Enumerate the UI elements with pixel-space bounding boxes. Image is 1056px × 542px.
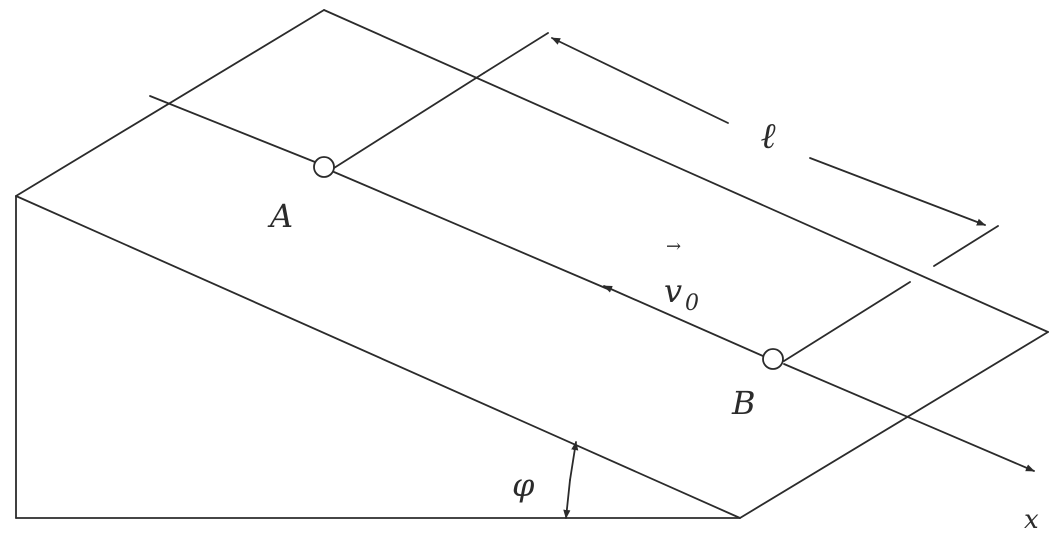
dimension-arrow-right	[809, 157, 986, 226]
axis-line-start	[149, 95, 316, 163]
extension-line-a-tail	[483, 32, 549, 74]
point-b-label: B	[731, 384, 756, 422]
velocity-vector: → v 0	[603, 236, 764, 357]
velocity-subscript: 0	[685, 291, 699, 316]
point-b: B	[731, 348, 784, 422]
extension-line-a	[333, 72, 485, 169]
wedge	[15, 9, 1049, 519]
axis-line-end	[783, 363, 1035, 472]
point-a: A	[267, 156, 335, 235]
x-axis: x	[149, 95, 1039, 535]
velocity-arrow	[603, 285, 764, 357]
point-a-marker	[313, 156, 335, 178]
length-dimension: ℓ	[333, 32, 999, 362]
axis-line-mid	[333, 171, 611, 291]
extension-line-b-tail	[933, 225, 999, 267]
angle-arrow-down	[563, 479, 571, 519]
point-a-label: A	[267, 197, 293, 235]
point-b-marker	[762, 348, 784, 370]
incline-back-edge	[323, 9, 1049, 333]
extension-line-b	[783, 281, 911, 362]
angle-arrow-up	[569, 441, 579, 481]
angle-marker: φ	[512, 441, 579, 519]
wedge-bottom-right-edge	[739, 331, 1049, 519]
angle-label: φ	[512, 466, 535, 504]
wedge-top-left-edge	[15, 9, 325, 197]
dimension-arrow-left	[551, 37, 729, 124]
incline-front-edge	[15, 195, 741, 519]
length-label: ℓ	[761, 116, 776, 157]
axis-label: x	[1024, 505, 1039, 535]
velocity-label: v	[664, 272, 682, 310]
velocity-arrow-accent: →	[666, 236, 681, 257]
